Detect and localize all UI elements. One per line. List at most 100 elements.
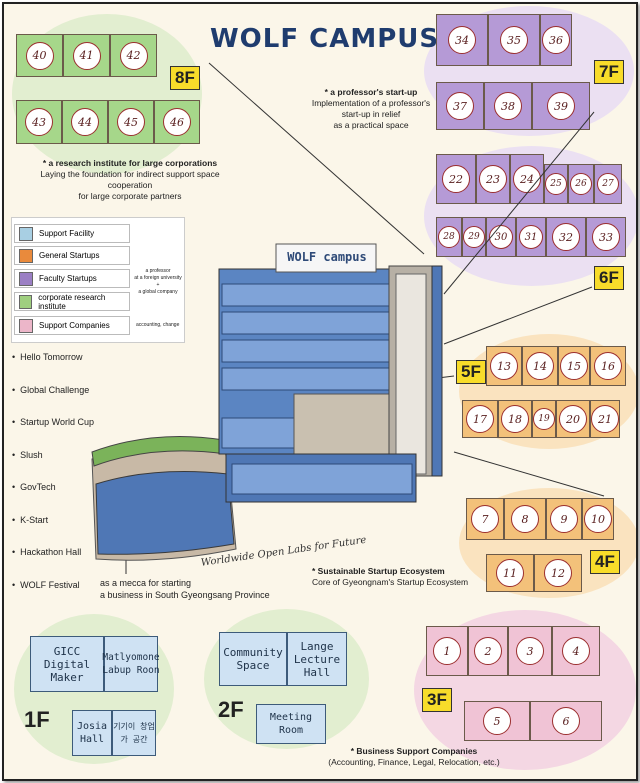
room-number: 13 — [490, 352, 518, 380]
legend-note-text: a professor — [145, 268, 171, 274]
room: 19 — [532, 400, 556, 438]
note-8f: * a research institute for large corpora… — [30, 158, 230, 202]
note-body: start-up in relief — [341, 109, 401, 119]
legend: Support Facility General Startups Facult… — [11, 217, 185, 343]
room-number: 28 — [438, 226, 460, 248]
note-title: * a professor's start-up — [324, 87, 418, 97]
event-label: Slush — [20, 449, 43, 460]
room: 9 — [546, 498, 582, 540]
note-title: * Sustainable Startup Ecosystem — [312, 566, 445, 576]
room: 8 — [504, 498, 546, 540]
community-space: Community Space — [219, 632, 287, 686]
floor-tag-2f: 2F — [218, 697, 244, 722]
room: 22 — [436, 154, 476, 204]
room: 17 — [462, 400, 498, 438]
korean-room: 기기이 창업가 공간 — [112, 710, 156, 756]
room-number: 11 — [496, 559, 524, 587]
floor-4f-row2: 11 12 — [486, 554, 582, 592]
legend-item: Support Facility — [14, 224, 130, 243]
room: 3 — [508, 626, 552, 676]
room-number: 16 — [594, 352, 622, 380]
event-label: Hello Tomorrow — [20, 352, 83, 362]
note-body: Laying the foundation for indirect suppo… — [40, 169, 220, 190]
room-number: 8 — [511, 505, 539, 533]
legend-note-text: at a foreign university — [134, 275, 182, 281]
room-number: 12 — [544, 559, 572, 587]
event-label: Global Challenge — [20, 384, 90, 395]
floor-tag-6f: 6F — [594, 266, 624, 290]
room: 40 — [16, 34, 63, 77]
floor-5f-row2: 17 18 19 20 21 — [462, 400, 620, 438]
room-number: 27 — [597, 173, 619, 195]
floor-tag-4f: 4F — [590, 550, 620, 574]
list-item: • Slush — [12, 449, 43, 460]
room: 12 — [534, 554, 582, 592]
room-number: 25 — [545, 173, 567, 195]
note-4f: * Sustainable Startup Ecosystem Core of … — [312, 566, 492, 588]
floor-tag-3f: 3F — [422, 688, 452, 712]
room: 33 — [586, 217, 626, 257]
list-item: • Hackathon Hall — [12, 547, 82, 557]
room: 29 — [462, 217, 486, 257]
room: 11 — [486, 554, 534, 592]
room-number: 36 — [542, 26, 570, 54]
room-number: 32 — [552, 223, 580, 251]
room: 46 — [154, 100, 200, 144]
legend-swatch — [19, 248, 33, 263]
room: 7 — [466, 498, 504, 540]
floor-tag-8f: 8F — [170, 66, 200, 90]
legend-swatch — [19, 271, 33, 286]
room-number: 9 — [550, 505, 578, 533]
floor-tag-1f: 1F — [24, 707, 50, 732]
gicc-digital-maker: GICC Digital Maker — [30, 636, 104, 692]
list-item: • Global Challenge — [12, 384, 90, 395]
room-number: 19 — [533, 408, 555, 430]
room-number: 46 — [163, 108, 191, 136]
room-number: 39 — [547, 92, 575, 120]
page-title: WOLF CAMPUS — [210, 24, 440, 54]
note-7f: * a professor's start-up Implementation … — [296, 87, 446, 131]
room: 5 — [464, 701, 530, 741]
room-number: 29 — [463, 226, 485, 248]
room: 42 — [110, 34, 157, 77]
legend-label: Support Facility — [39, 229, 95, 238]
room: 36 — [540, 14, 572, 66]
legend-note-text: a global company — [138, 289, 178, 295]
legend-label: Faculty Startups — [39, 274, 97, 283]
room: 13 — [486, 346, 522, 386]
legend-note: a professor at a foreign university + a … — [132, 268, 184, 296]
room: 14 — [522, 346, 558, 386]
note-body: Core of Gyeongnam's Startup Ecosystem — [312, 577, 469, 587]
room: 23 — [476, 154, 510, 204]
room-number: 34 — [448, 26, 476, 54]
legend-label: General Startups — [39, 251, 100, 260]
room: 44 — [62, 100, 108, 144]
room-number: 22 — [442, 165, 470, 193]
floor-7f-row1: 34 35 36 — [436, 14, 572, 66]
room: 24 — [510, 154, 544, 204]
note-body: as a practical space — [333, 120, 409, 130]
room: 34 — [436, 14, 488, 66]
room-number: 18 — [501, 405, 529, 433]
room-number: 43 — [25, 108, 53, 136]
legend-item: Support Companies — [14, 316, 130, 335]
events-list: • Hello Tomorrow • Global Challenge • St… — [12, 352, 94, 612]
floor-3f-row1: 1 2 3 4 — [426, 626, 600, 676]
room: 4 — [552, 626, 600, 676]
room: 20 — [556, 400, 590, 438]
room-number: 41 — [72, 41, 101, 70]
room: 45 — [108, 100, 154, 144]
room: 39 — [532, 82, 590, 130]
room-number: 14 — [526, 352, 554, 380]
room-number: 40 — [25, 41, 54, 70]
mecca-note: as a mecca for starting a business in So… — [100, 577, 270, 601]
event-label: Startup World Cup — [20, 417, 95, 427]
event-label: GovTech — [20, 482, 56, 492]
room: 37 — [436, 82, 484, 130]
floor-8f-row2: 43 44 45 46 — [16, 100, 200, 144]
room: 43 — [16, 100, 62, 144]
note-title: * a research institute for large corpora… — [42, 158, 218, 168]
room: 15 — [558, 346, 590, 386]
legend-swatch — [19, 226, 33, 241]
room-number: 37 — [446, 92, 474, 120]
